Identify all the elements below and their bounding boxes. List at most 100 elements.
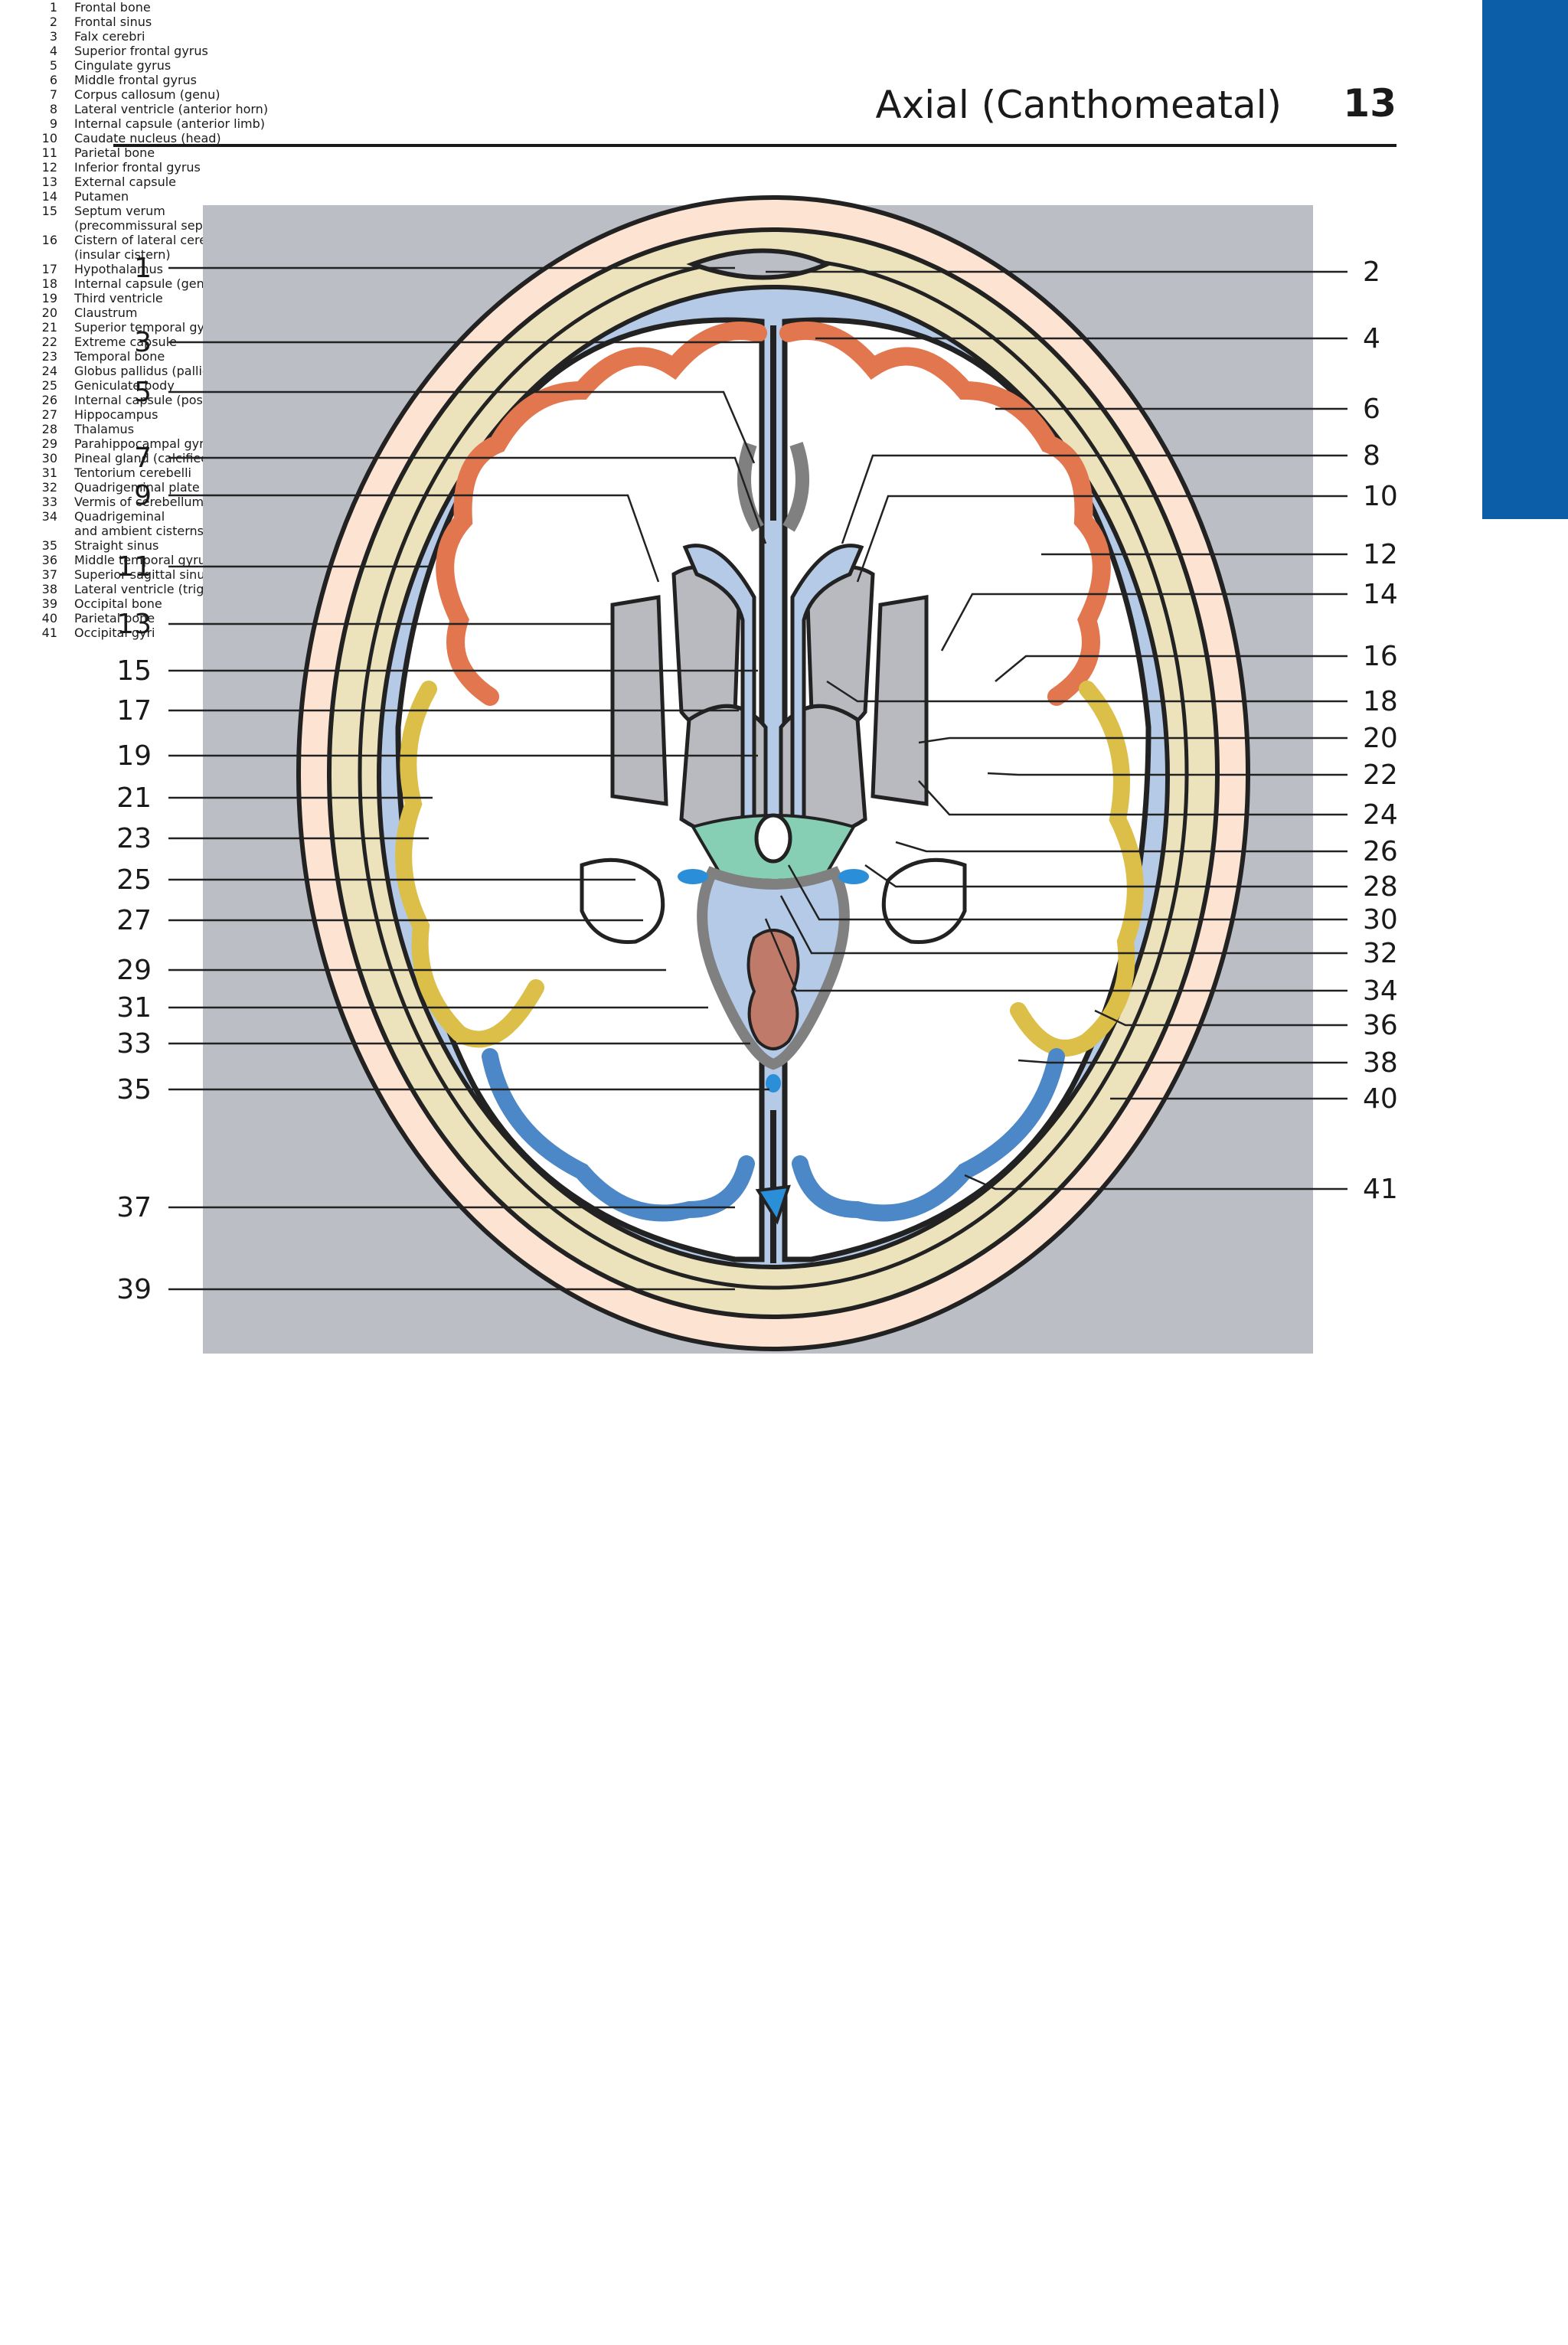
legend-number: 10	[41, 131, 57, 145]
callout-number: 35	[116, 1074, 152, 1106]
legend-number: 1	[49, 0, 57, 15]
left-temporal-cortex	[395, 681, 544, 1048]
right-temporal-cortex	[1010, 681, 1144, 1057]
section-title: Axial (Canthomeatal)	[875, 83, 1282, 127]
leader-line	[856, 495, 1348, 583]
callout-number: 20	[1363, 723, 1398, 754]
legend-text: Falx cerebri	[74, 29, 145, 44]
leader-line	[841, 454, 1348, 544]
leader-line	[940, 593, 1348, 652]
legend-text: Inferior frontal gyrus	[74, 160, 201, 175]
legend-text: Third ventricle	[74, 291, 163, 305]
callout-number: 9	[134, 480, 152, 511]
legend-number: 33	[41, 495, 57, 509]
legend-number: 11	[41, 145, 57, 160]
callout-number: 10	[1363, 481, 1398, 512]
legend-text: Frontal sinus	[74, 15, 152, 29]
legend-text: Lateral ventricle (anterior horn)	[74, 102, 269, 116]
legend-text: Corpus callosum (genu)	[74, 87, 220, 102]
legend-number: 3	[49, 29, 57, 44]
legend-number: 32	[41, 480, 57, 495]
callout-number: 14	[1363, 579, 1398, 610]
callout-number: 17	[116, 695, 152, 727]
legend-text: Straight sinus	[74, 538, 159, 553]
callout-number: 34	[1363, 975, 1398, 1007]
callout-number: 3	[134, 327, 152, 358]
legend-text: Extreme capsule	[74, 335, 177, 349]
legend-text: Tentorium cerebelli	[74, 465, 191, 480]
straight-sinus	[766, 1074, 781, 1092]
right-hippocampus	[881, 857, 967, 944]
callout-number: 12	[1363, 539, 1398, 570]
legend-number: 18	[41, 276, 57, 291]
legend-number: 6	[49, 73, 57, 87]
legend-text: Middle temporal gyrus	[74, 553, 213, 567]
leader-line	[826, 680, 1348, 703]
legend-number: 4	[49, 44, 57, 58]
legend-text: Occipital bone	[74, 596, 162, 611]
legend-text: Pineal gland (calcified)	[74, 451, 214, 465]
callout-number: 6	[1363, 394, 1380, 425]
legend-number: 19	[41, 291, 57, 305]
legend-text: Occipital gyri	[74, 625, 155, 640]
legend-text: Thalamus	[74, 422, 135, 436]
cerebellar-vermis	[746, 929, 800, 1050]
callout-number: 28	[1363, 871, 1398, 903]
legend-entry: 11 Parietal bone	[0, 145, 582, 160]
legend-number: 20	[41, 305, 57, 320]
legend-number: 8	[49, 102, 57, 116]
leader-line	[895, 841, 1348, 853]
legend-entry: 22 Extreme capsule	[0, 335, 658, 349]
leader-line	[918, 736, 1348, 744]
legend-text: Temporal bone	[74, 349, 165, 364]
legend-text: Parietal bone	[74, 145, 155, 160]
legend-number: 22	[41, 335, 57, 349]
callout-number: 1	[134, 253, 152, 284]
legend-number: 27	[41, 407, 57, 422]
legend-text: Frontal bone	[74, 0, 151, 15]
left-choroid-spot	[678, 869, 708, 884]
callout-number: 2	[1363, 256, 1380, 288]
callout-number: 38	[1363, 1047, 1398, 1079]
callout-number: 11	[116, 551, 152, 583]
callout-number: 5	[134, 377, 152, 408]
legend-text: Internal capsule (anterior limb)	[74, 116, 266, 131]
leader-line	[779, 895, 1348, 955]
legend-number: 17	[41, 262, 57, 276]
leader-line	[168, 390, 756, 464]
legend-entry: 19 Third ventricle	[0, 291, 582, 305]
page-number: 13	[1343, 81, 1396, 126]
legend-number: 12	[41, 160, 57, 175]
callout-number: 39	[116, 1274, 152, 1305]
callout-number: 40	[1363, 1083, 1398, 1115]
leader-line	[918, 780, 1348, 816]
leader-line	[864, 864, 1348, 888]
callout-number: 15	[116, 655, 152, 687]
legend-number: 38	[41, 582, 57, 596]
callout-labels: 1357911131517192123252729313335373924681…	[116, 253, 1398, 1305]
legend-entry: 12 Inferior frontal gyrus	[0, 160, 582, 175]
legend-text: Middle frontal gyrus	[74, 73, 198, 87]
legend-text: Putamen	[74, 189, 129, 204]
legend-number: 34	[41, 509, 57, 524]
legend-number: 35	[41, 538, 57, 553]
left-claustrum-insula	[610, 595, 668, 806]
legend-entry: 35 Straight sinus	[0, 538, 658, 553]
legend-entry: 3 Falx cerebri	[0, 29, 582, 44]
page-header: Axial (Canthomeatal) 13	[113, 73, 1396, 147]
leader-line	[1094, 1009, 1348, 1027]
leader-line	[995, 655, 1348, 682]
